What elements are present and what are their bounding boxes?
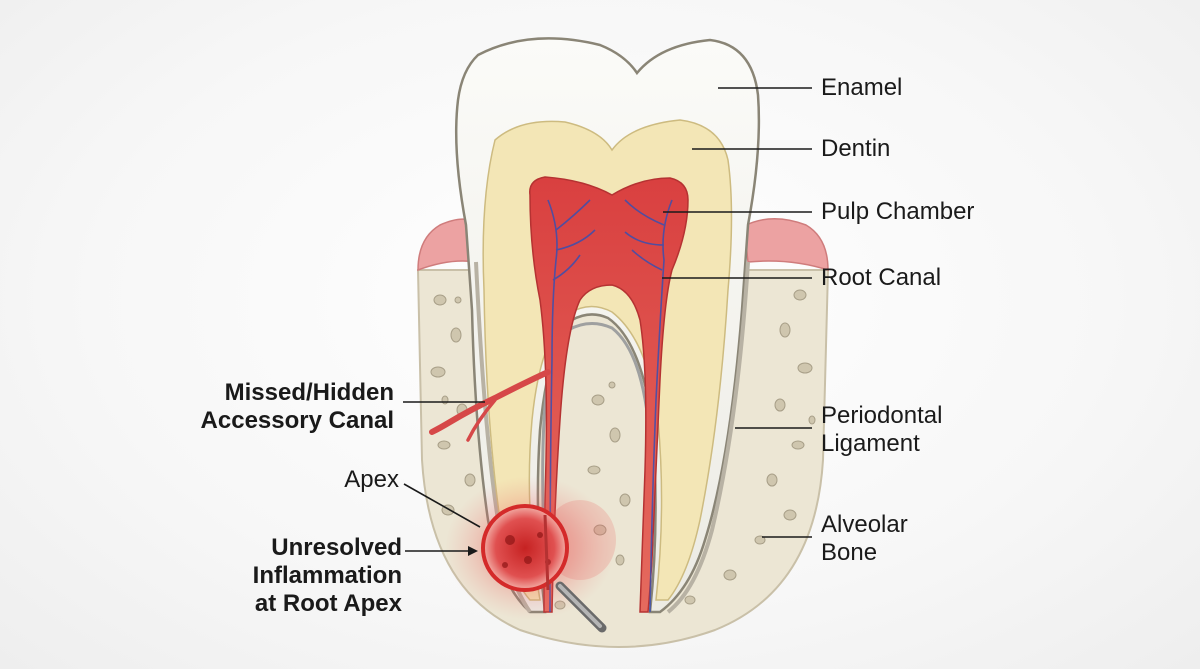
bone-pores <box>430 289 816 610</box>
label-periodontal-ligament: Periodontal Ligament <box>821 402 942 458</box>
label-apex: Apex <box>344 466 399 493</box>
label-periodontal-line1: Periodontal <box>821 402 943 429</box>
label-alveolar-line1: Alveolar <box>821 511 908 538</box>
accessory-canal <box>429 369 551 435</box>
label-inflammation-line3: at Root Apex <box>254 590 402 617</box>
label-root-canal: Root Canal <box>821 264 942 291</box>
label-periodontal-line2: Ligament <box>821 430 920 457</box>
gum-right <box>743 218 829 272</box>
label-alveolar-bone: Alveolar Bone <box>821 511 908 567</box>
label-alveolar-line2: Bone <box>821 539 878 566</box>
label-accessory-line1: Missed/Hidden <box>224 379 394 406</box>
label-pulp-chamber: Pulp Chamber <box>821 198 975 225</box>
leader-lines <box>403 87 812 556</box>
label-accessory-line2: Accessory Canal <box>200 407 394 434</box>
label-accessory-canal: Missed/Hidden Accessory Canal <box>201 379 394 435</box>
label-enamel: Enamel <box>821 74 903 101</box>
label-inflammation-line1: Unresolved <box>271 534 402 561</box>
arrow-inflammation <box>468 546 478 556</box>
label-dentin: Dentin <box>821 135 891 162</box>
periodontal-ligament <box>666 261 750 614</box>
magnifier-icon <box>481 504 607 633</box>
leader-apex <box>403 483 481 528</box>
label-inflammation-line2: Inflammation <box>252 562 402 589</box>
label-inflammation: Unresolved Inflammation at Root Apex <box>253 534 402 618</box>
